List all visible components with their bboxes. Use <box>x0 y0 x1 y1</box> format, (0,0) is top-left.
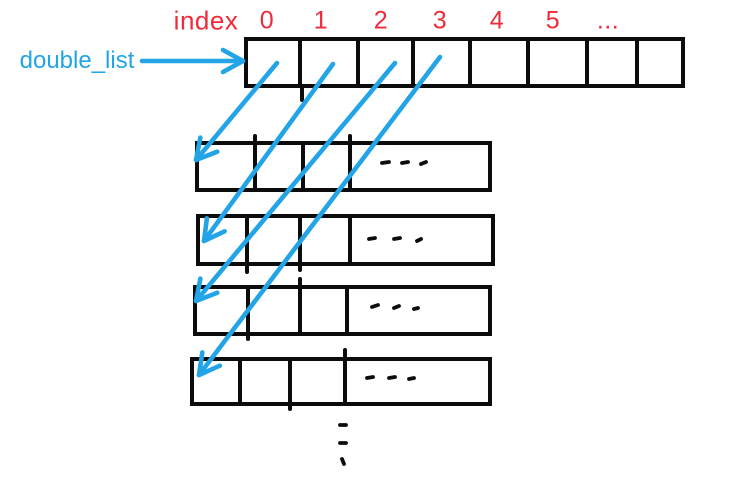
index-label-1: 1 <box>313 6 329 35</box>
sublist-1-box <box>196 214 495 266</box>
sublist-0-ellipsis-dash <box>380 160 391 165</box>
sublist-0-ellipsis-dash <box>419 160 428 166</box>
sublist-3-ellipsis-dash <box>365 375 375 380</box>
pointer-label: double_list <box>19 47 135 74</box>
index-label-0: 0 <box>259 6 275 35</box>
sublist-3-ellipsis-dash <box>407 376 416 381</box>
sublist-1-ellipsis-dash <box>392 236 402 241</box>
sublist-2-ellipsis-dash <box>392 304 401 310</box>
index-caption: index <box>173 5 239 36</box>
sublist-1-ellipsis-dash <box>367 236 377 241</box>
sublist-3-ellipsis-dash <box>387 375 397 380</box>
index-label-more: ... <box>596 6 620 35</box>
arrow-from-index-0 <box>193 60 280 163</box>
index-label-5: 5 <box>545 6 561 35</box>
index-label-4: 4 <box>489 6 505 35</box>
index-label-2: 2 <box>373 6 389 35</box>
arrow-from-index-1 <box>201 61 336 244</box>
sublist-0-box <box>195 141 492 192</box>
sublist-2-box <box>193 285 492 336</box>
vertical-ellipsis-dash <box>340 457 346 466</box>
arrow-from-index-2 <box>193 60 398 304</box>
sublist-2-ellipsis-dash <box>412 306 420 311</box>
sublist-0-ellipsis-dash <box>400 160 410 165</box>
top-array-box <box>244 37 685 88</box>
arrow-from-index-3 <box>196 54 443 378</box>
sublist-1-ellipsis-dash <box>415 237 423 243</box>
sublist-2-ellipsis-dash <box>370 303 380 309</box>
sublist-3-box <box>190 357 492 406</box>
index-label-3: 3 <box>432 6 448 35</box>
